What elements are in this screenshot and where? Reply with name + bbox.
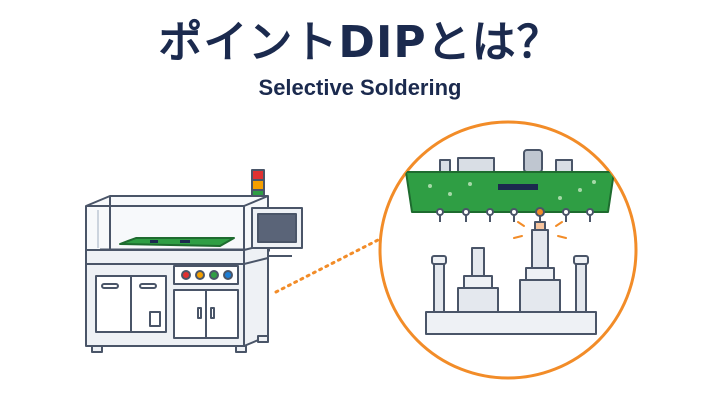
page-subtitle: Selective Soldering	[258, 75, 462, 100]
control-panel-icon	[173, 265, 239, 285]
machine-pcb-icon	[119, 237, 235, 247]
zoom-circle	[378, 120, 638, 380]
solder-detail-icon	[405, 149, 615, 335]
zoom-leader-line	[274, 238, 380, 294]
monitor-icon	[251, 207, 303, 249]
soldering-machine-icon	[85, 169, 303, 353]
page-title: ポイントDIPとは？	[158, 17, 562, 68]
